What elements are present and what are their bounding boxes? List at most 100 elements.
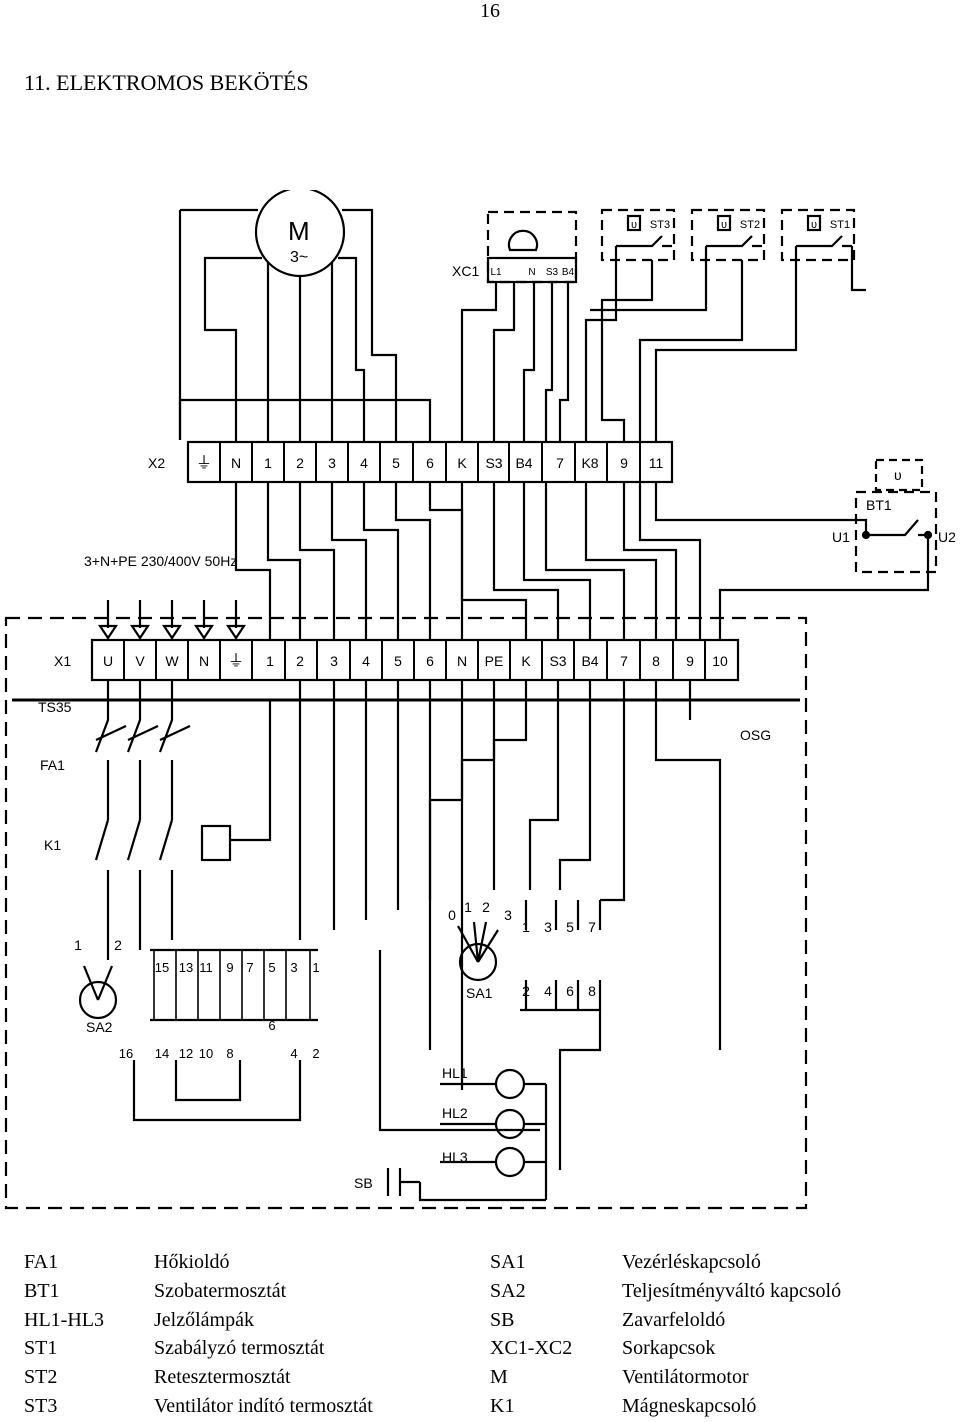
x1-terminal: U bbox=[103, 653, 113, 669]
x1-label: X1 bbox=[54, 653, 71, 669]
hl-label: HL2 bbox=[442, 1105, 468, 1121]
sa1-position: 3 bbox=[504, 907, 512, 923]
x2-terminal: 11 bbox=[649, 455, 664, 471]
x1-terminal: N bbox=[457, 653, 467, 669]
x1-terminal: PE bbox=[485, 653, 504, 669]
legend-name: Sorkapcsok bbox=[622, 1337, 716, 1360]
legend-name: Vezérléskapcsoló bbox=[622, 1251, 761, 1273]
motor-label: M bbox=[288, 216, 310, 246]
thermostat-symbol: υ bbox=[721, 219, 727, 231]
x1-terminal: 5 bbox=[394, 653, 402, 669]
sa2-bottom-contact: 6 bbox=[268, 1018, 275, 1033]
legend-name: Ventilátor indító termosztát bbox=[154, 1394, 373, 1417]
legend-name: Szabályzó termosztát bbox=[154, 1337, 325, 1360]
sa2-position: 1 bbox=[74, 937, 82, 953]
legend-code: K1 bbox=[490, 1394, 515, 1417]
x1-terminal: 7 bbox=[620, 653, 628, 669]
xc1-terminal: N bbox=[528, 267, 535, 278]
legend-name: Retesztermosztát bbox=[154, 1366, 291, 1389]
sa2-bottom-contact: 4 bbox=[290, 1046, 297, 1061]
sa1-top-contact: 7 bbox=[588, 919, 596, 935]
sa2-top-contact: 11 bbox=[199, 960, 213, 975]
sa2-top-contact: 7 bbox=[246, 960, 253, 975]
sa2-label: SA2 bbox=[86, 1019, 113, 1035]
motor-sub-label: 3~ bbox=[290, 249, 308, 266]
sa2-bottom-contact: 10 bbox=[199, 1046, 213, 1061]
x1-terminal: K bbox=[521, 653, 531, 669]
legend-name: Teljesítményváltó kapcsoló bbox=[622, 1279, 842, 1302]
x2-terminal: 3 bbox=[328, 455, 336, 471]
sa1-top-contact: 3 bbox=[544, 919, 552, 935]
x2-label: X2 bbox=[148, 455, 165, 471]
x2-terminal: 7 bbox=[556, 455, 564, 471]
legend-code: BT1 bbox=[24, 1279, 60, 1302]
ts35-label: TS35 bbox=[38, 699, 72, 715]
osg-label: OSG bbox=[740, 727, 771, 743]
sa1-top-contact: 1 bbox=[522, 919, 530, 935]
bt1-symbol: υ bbox=[894, 467, 902, 483]
sa1-position: 0 bbox=[448, 907, 456, 923]
sa1-top-contact: 5 bbox=[566, 919, 574, 935]
thermostat-symbol: υ bbox=[811, 219, 817, 231]
x1-terminal: W bbox=[165, 653, 179, 669]
sa1-position: 1 bbox=[464, 899, 472, 915]
xc1-label: XC1 bbox=[452, 263, 479, 279]
fa1-label: FA1 bbox=[40, 757, 65, 773]
hl-label: HL1 bbox=[442, 1065, 468, 1081]
x2-terminal: 9 bbox=[620, 455, 628, 471]
x2-terminal: 6 bbox=[426, 455, 434, 471]
sa2-bottom-contact: 8 bbox=[226, 1046, 233, 1061]
sa2-top-contact: 1 bbox=[312, 960, 319, 975]
x1-terminal: 2 bbox=[296, 653, 304, 669]
sa1-bottom-contact: 2 bbox=[522, 983, 530, 999]
sa1-bottom-contact: 6 bbox=[566, 983, 574, 999]
legend-code: SA1 bbox=[490, 1251, 526, 1273]
sa2-top-contact: 9 bbox=[226, 960, 233, 975]
page-number: 16 bbox=[480, 0, 500, 22]
supply-label: 3+N+PE 230/400V 50Hz bbox=[84, 553, 237, 569]
thermostat-label: ST1 bbox=[830, 219, 850, 231]
legend-name: Szobatermosztát bbox=[154, 1279, 287, 1302]
sa2-top-contact: 13 bbox=[179, 960, 193, 975]
legend-code: SB bbox=[490, 1308, 515, 1331]
legend-code: ST1 bbox=[24, 1337, 58, 1360]
sa2-top-contact: 15 bbox=[155, 960, 169, 975]
x2-terminal: 5 bbox=[392, 455, 400, 471]
x2-terminal: 2 bbox=[296, 455, 304, 471]
sa2-bottom-contact: 16 bbox=[119, 1046, 133, 1061]
legend-name: Zavarfeloldó bbox=[622, 1308, 726, 1331]
legend-code: XC1-XC2 bbox=[490, 1337, 573, 1360]
legend-row: ST1 Szabályzó termosztát XC1-XC2 Sorkapcsok bbox=[24, 1334, 944, 1363]
legend-name: Hőkioldó bbox=[154, 1251, 230, 1273]
sa1-label: SA1 bbox=[466, 985, 493, 1001]
xc1-terminal: S3 bbox=[546, 267, 559, 278]
x1-terminal: 4 bbox=[362, 653, 370, 669]
legend-code: FA1 bbox=[24, 1251, 59, 1273]
x1-terminal: V bbox=[135, 653, 145, 669]
x2-terminal: S3 bbox=[485, 455, 502, 471]
sa1-bottom-contact: 8 bbox=[588, 983, 596, 999]
sa2-position: 2 bbox=[114, 937, 122, 953]
x1-terminal: 10 bbox=[712, 653, 728, 669]
legend-name: Jelzőlámpák bbox=[154, 1308, 254, 1331]
u2-label: U2 bbox=[938, 529, 956, 545]
sa2-top-contact: 3 bbox=[290, 960, 297, 975]
x2-terminal: K8 bbox=[581, 455, 598, 471]
x2-terminal: 4 bbox=[360, 455, 368, 471]
legend-code: ST3 bbox=[24, 1394, 58, 1417]
legend-row: ST3 Ventilátor indító termosztát K1 Mágnesk… bbox=[24, 1392, 944, 1421]
hl-label: HL3 bbox=[442, 1149, 468, 1165]
x1-terminal: N bbox=[199, 653, 209, 669]
thermostat-label: ST3 bbox=[650, 219, 670, 231]
x2-terminal: N bbox=[231, 455, 241, 471]
xc1-terminal: B4 bbox=[562, 267, 575, 278]
earth-symbol-x1: ⏚ bbox=[228, 652, 244, 670]
x1-terminal: 9 bbox=[686, 653, 694, 669]
bt1-label: BT1 bbox=[866, 497, 892, 513]
thermostat-label: ST2 bbox=[740, 219, 760, 231]
legend-name: Mágneskapcsoló bbox=[622, 1394, 757, 1417]
legend-row: FA1 Hőkioldó SA1 Vezérléskapcsoló bbox=[24, 1248, 944, 1277]
